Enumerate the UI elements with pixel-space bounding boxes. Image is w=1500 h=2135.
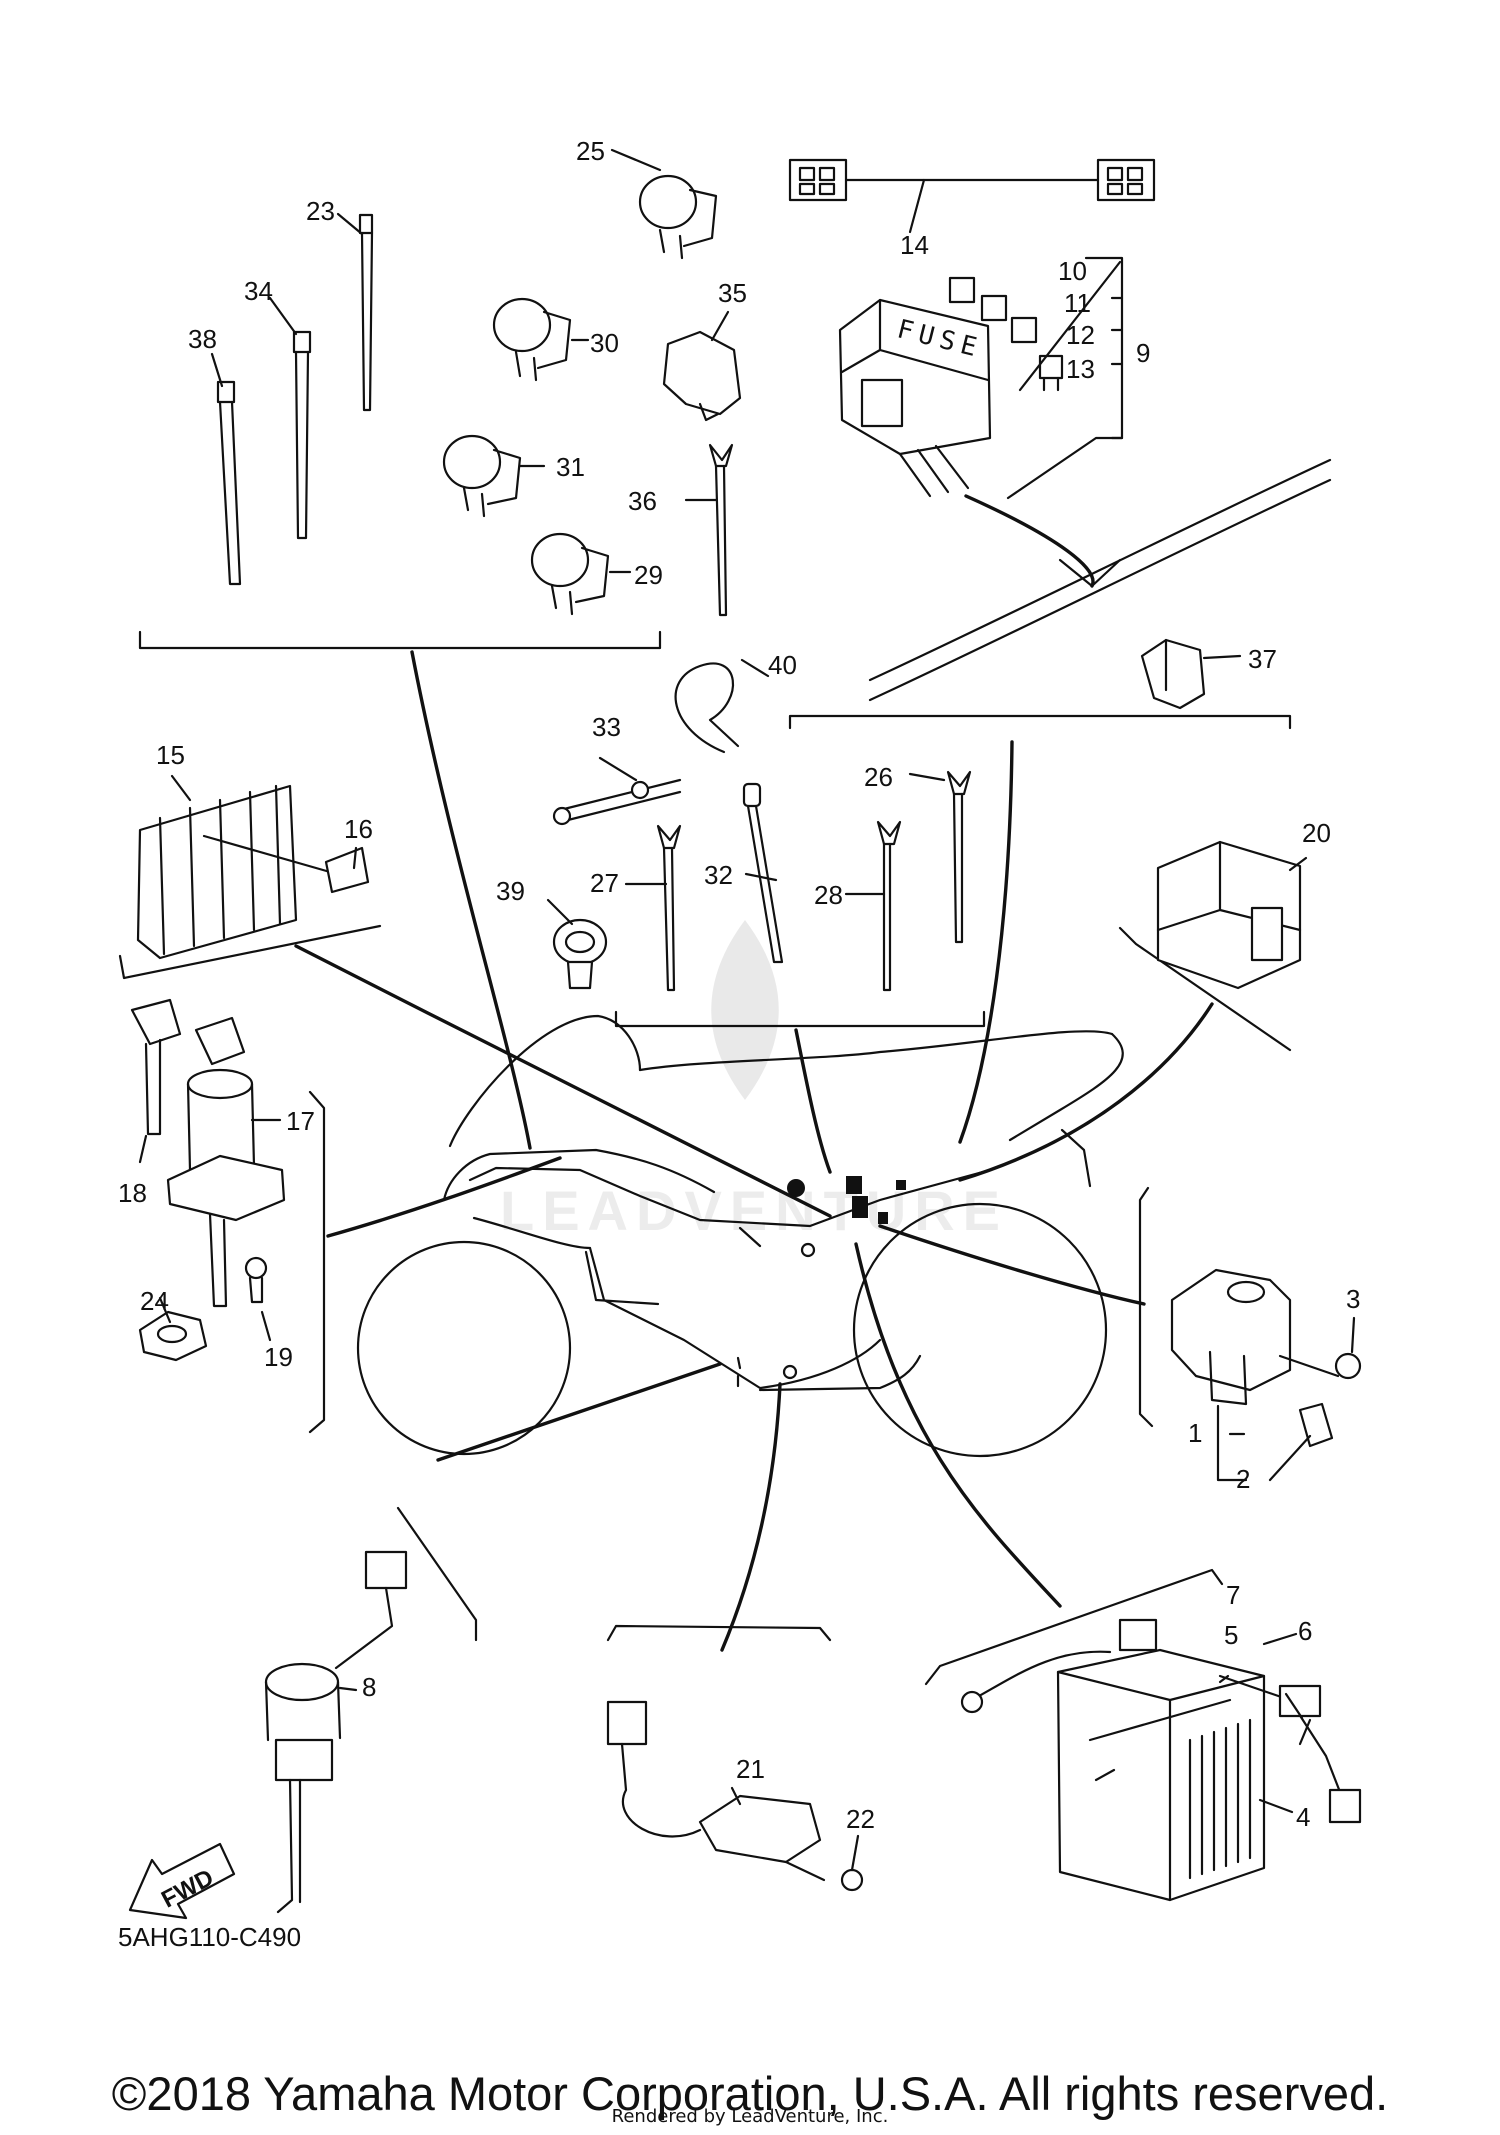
group-sensor xyxy=(264,1506,478,1914)
group-pickup xyxy=(606,1624,864,1892)
group-relay xyxy=(1138,1186,1362,1482)
group-fuse-box: FUSE xyxy=(788,158,1332,730)
callout-15: 15 xyxy=(156,740,185,770)
callout-28: 28 xyxy=(814,880,843,910)
callout-20: 20 xyxy=(1302,818,1331,848)
callout-22: 22 xyxy=(846,1804,875,1834)
callout-14: 14 xyxy=(900,230,929,260)
callout-6: 6 xyxy=(1298,1616,1312,1646)
group-rectifier xyxy=(118,784,382,980)
callout-24: 24 xyxy=(140,1286,169,1316)
callout-5: 5 xyxy=(1224,1620,1238,1650)
callout-13: 13 xyxy=(1066,354,1095,384)
group-ignition xyxy=(130,998,326,1434)
callout-27: 27 xyxy=(590,868,619,898)
callout-36: 36 xyxy=(628,486,657,516)
callout-12: 12 xyxy=(1066,320,1095,350)
callout-18: 18 xyxy=(118,1178,147,1208)
fwd-arrow-icon: FWD xyxy=(128,1842,236,1920)
callout-23: 23 xyxy=(306,196,335,226)
callout-16: 16 xyxy=(344,814,373,844)
callout-17: 17 xyxy=(286,1106,315,1136)
callout-19: 19 xyxy=(264,1342,293,1372)
copyright-notice: ©2018 Yamaha Motor Corporation, U.S.A. A… xyxy=(111,2067,1389,2120)
callout-leaders xyxy=(138,148,1356,1872)
callout-11: 11 xyxy=(1064,288,1091,318)
drawing-code: 5AHG110-C490 xyxy=(118,1922,302,1952)
callout-31: 31 xyxy=(556,452,585,482)
callout-7: 7 xyxy=(1226,1580,1240,1610)
callout-8: 8 xyxy=(362,1672,376,1702)
group-center-parts xyxy=(552,662,986,1028)
callout-34: 34 xyxy=(244,276,273,306)
rendered-by-notice: Rendered by LeadVenture, Inc. xyxy=(611,2106,889,2127)
group-ties-clamps xyxy=(138,174,742,650)
callout-26: 26 xyxy=(864,762,893,792)
group-cdi-unit xyxy=(1118,840,1302,1052)
callout-21: 21 xyxy=(736,1754,765,1784)
callout-3: 3 xyxy=(1346,1284,1360,1314)
callout-33: 33 xyxy=(592,712,621,742)
watermark-text: LEADVENTURE xyxy=(500,1179,1008,1242)
callout-37: 37 xyxy=(1248,644,1277,674)
callout-9: 9 xyxy=(1136,338,1150,368)
callout-numbers: 1 2 3 4 5 6 7 8 9 10 11 12 13 14 15 16 1… xyxy=(118,136,1360,1834)
callout-38: 38 xyxy=(188,324,217,354)
callout-30: 30 xyxy=(590,328,619,358)
callout-39: 39 xyxy=(496,876,525,906)
leader-lines xyxy=(294,650,1214,1652)
callout-4: 4 xyxy=(1296,1802,1310,1832)
callout-32: 32 xyxy=(704,860,733,890)
callout-25: 25 xyxy=(576,136,605,166)
callout-1: 1 xyxy=(1188,1418,1202,1448)
callout-10: 10 xyxy=(1058,256,1087,286)
callout-40: 40 xyxy=(768,650,797,680)
callout-2: 2 xyxy=(1236,1464,1250,1494)
motorcycle-outline xyxy=(356,1014,1124,1458)
callout-35: 35 xyxy=(718,278,747,308)
callout-29: 29 xyxy=(634,560,663,590)
group-battery xyxy=(924,1568,1362,1902)
